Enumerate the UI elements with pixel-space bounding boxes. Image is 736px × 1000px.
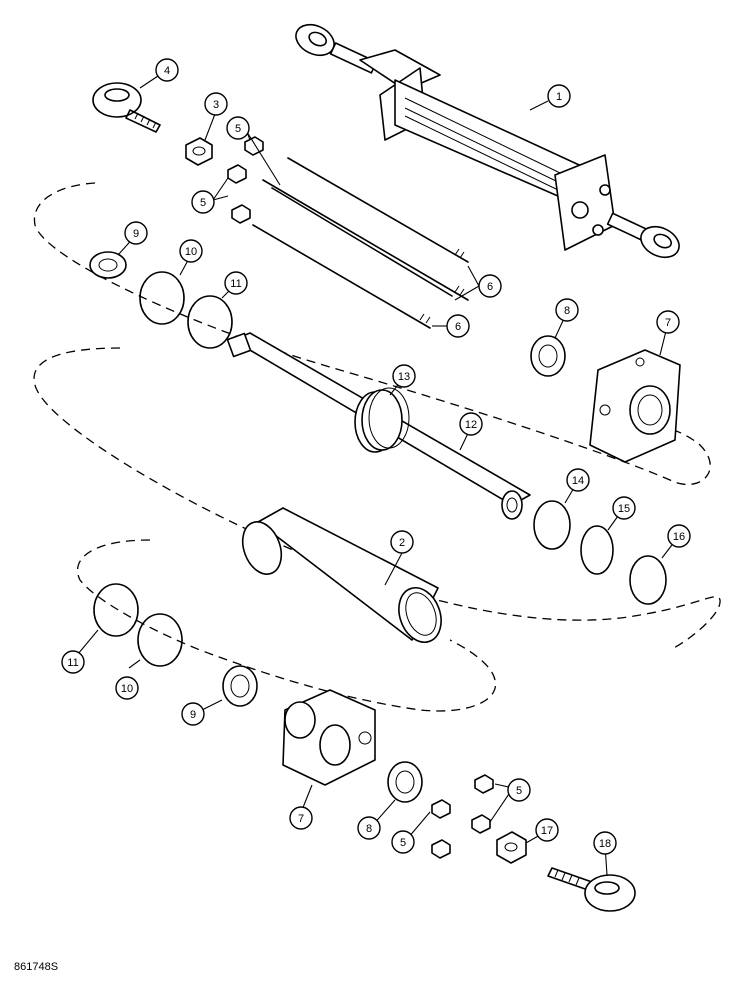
svg-text:9: 9 (133, 228, 139, 240)
svg-text:8: 8 (564, 305, 570, 317)
svg-text:10: 10 (121, 683, 133, 695)
svg-text:13: 13 (398, 371, 410, 383)
callout-16: 16 (667, 524, 691, 548)
drawing-code: 861748S (14, 961, 59, 973)
svg-text:5: 5 (200, 197, 206, 209)
svg-text:6: 6 (455, 321, 461, 333)
callout-7-upper: 7 (656, 310, 680, 334)
callout-11-upper: 11 (224, 271, 248, 295)
assembled-cylinder (295, 23, 680, 259)
wiper-lower (222, 665, 258, 707)
callout-13: 13 (392, 364, 416, 388)
callout-2: 2 (390, 530, 414, 554)
svg-text:8: 8 (366, 823, 372, 835)
callout-10-lower: 10 (115, 676, 139, 700)
svg-text:7: 7 (298, 813, 304, 825)
callout-5-upper-a: 5 (226, 116, 250, 140)
tie-rods (252, 157, 469, 329)
svg-text:1: 1 (556, 91, 562, 103)
svg-text:14: 14 (572, 475, 584, 487)
svg-text:11: 11 (67, 657, 78, 669)
svg-text:12: 12 (465, 419, 477, 431)
callout-4: 4 (155, 58, 179, 82)
callout-1: 1 (547, 84, 571, 108)
end-cap-lower (282, 689, 376, 786)
callout-17: 17 (535, 818, 559, 842)
svg-text:9: 9 (190, 709, 196, 721)
upper-seal-kit-outline (33, 182, 711, 486)
callout-9-upper: 9 (124, 221, 148, 245)
callout-12: 12 (459, 412, 483, 436)
svg-text:17: 17 (541, 825, 553, 837)
backup-ring-upper (187, 295, 233, 349)
svg-text:2: 2 (399, 537, 405, 549)
callout-5-lower-a: 5 (507, 778, 531, 802)
callout-7-lower: 7 (289, 806, 313, 830)
callout-6-b: 6 (446, 314, 470, 338)
piston (354, 387, 410, 453)
callout-5-upper-b: 5 (191, 190, 215, 214)
svg-text:15: 15 (618, 503, 630, 515)
jam-nut-upper (185, 137, 213, 166)
jam-nut-lower (496, 831, 527, 864)
bushing-lower (387, 761, 423, 803)
callout-5-lower-b: 5 (391, 830, 415, 854)
callout-14: 14 (566, 468, 590, 492)
end-cap-upper (589, 349, 681, 463)
piston-ring (580, 525, 614, 575)
svg-text:11: 11 (230, 278, 241, 290)
bushing-upper (530, 335, 566, 377)
backup-ring-lower (93, 583, 139, 637)
svg-text:4: 4 (164, 65, 170, 77)
svg-text:5: 5 (516, 785, 522, 797)
svg-text:10: 10 (185, 246, 197, 258)
svg-text:5: 5 (400, 837, 406, 849)
svg-text:18: 18 (599, 838, 611, 850)
svg-text:16: 16 (673, 531, 685, 543)
lower-seal-kit-outline (76, 539, 497, 712)
callout-3: 3 (204, 92, 228, 116)
piston-seal (533, 500, 571, 550)
callout-6-a: 6 (478, 274, 502, 298)
o-ring-upper (139, 271, 185, 325)
callout-8-upper: 8 (555, 298, 579, 322)
callout-8-lower: 8 (357, 816, 381, 840)
callout-9-lower: 9 (181, 702, 205, 726)
callout-18: 18 (593, 831, 617, 855)
svg-text:5: 5 (235, 123, 241, 135)
svg-text:7: 7 (665, 317, 671, 329)
rod-end-upper (92, 82, 161, 133)
callout-11-lower: 11 (61, 650, 85, 674)
nuts-lower (431, 774, 494, 859)
cylinder-barrel (241, 507, 442, 643)
svg-text:3: 3 (213, 99, 219, 111)
callout-15: 15 (612, 496, 636, 520)
wear-ring (629, 555, 667, 605)
svg-text:6: 6 (487, 281, 493, 293)
wiper-upper (89, 251, 127, 279)
callout-10-upper: 10 (179, 239, 203, 263)
rod-end-lower (547, 867, 636, 912)
o-ring-lower (137, 613, 183, 667)
